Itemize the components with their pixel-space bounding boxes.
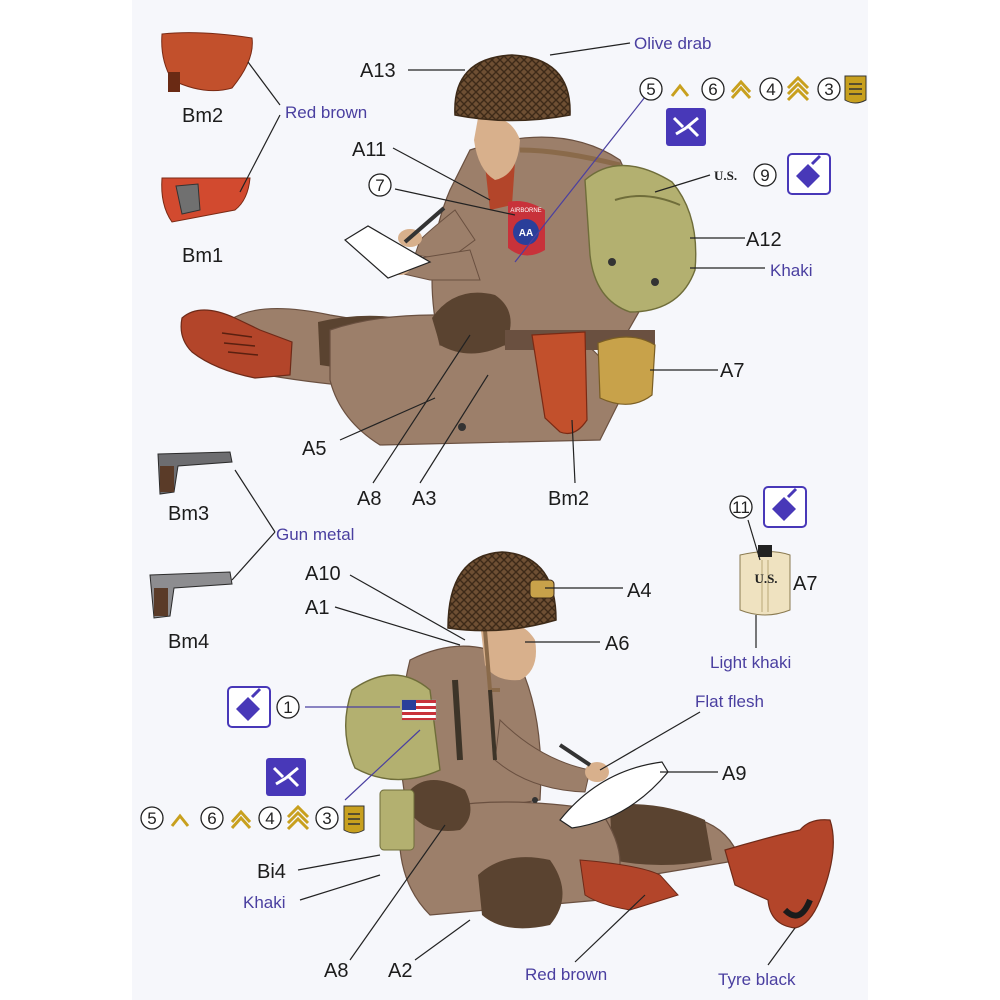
color-red-brown-top: Red brown (285, 103, 367, 122)
label-a3: A3 (412, 488, 436, 510)
decal-4-bottom: 4 (265, 809, 274, 828)
label-a7-top: A7 (720, 360, 744, 382)
label-a11: A11 (352, 139, 386, 161)
label-a1: A1 (305, 597, 329, 619)
top-canteen (597, 336, 656, 405)
pistol-bm3-swatch (157, 451, 233, 495)
pistol-bm4-swatch (149, 571, 233, 619)
decal-5-top: 5 (646, 80, 655, 99)
rank-decals-bottom: 5 6 4 3 (140, 804, 365, 834)
us-flag-patch (401, 699, 437, 721)
top-soldier-figure: AIRBORNE AA (180, 54, 697, 446)
decal-11: 11 (732, 498, 750, 517)
holster-bm1-swatch (161, 177, 251, 223)
label-a8-bottom: A8 (324, 960, 348, 982)
airborne-patch: AIRBORNE AA (508, 201, 545, 256)
decal-4-top: 4 (766, 80, 775, 99)
decal-7: 7 (375, 176, 384, 195)
bottom-soldier-figure (345, 551, 834, 929)
label-bm4: Bm4 (168, 631, 209, 653)
color-khaki-top: Khaki (770, 261, 813, 280)
decal-position-icon-bottom (266, 758, 306, 796)
us-decal-text: U.S. (714, 168, 737, 183)
bottom-boot (724, 819, 834, 929)
color-khaki-bottom: Khaki (243, 893, 286, 912)
decal-water-icon-canteen (763, 486, 807, 528)
label-a9: A9 (722, 763, 746, 785)
label-bm1: Bm1 (182, 245, 223, 267)
decal-3-bottom: 3 (322, 809, 331, 828)
decal-3-top: 3 (824, 80, 833, 99)
color-tyre-black: Tyre black (718, 970, 796, 989)
holster-bm2-swatch (161, 32, 253, 92)
bottom-helmet (447, 551, 557, 632)
label-a10: A10 (305, 563, 341, 585)
decal-position-icon-top (666, 108, 706, 146)
decal-9: 9 (760, 166, 769, 185)
top-holster (531, 331, 588, 435)
color-red-brown-bottom: Red brown (525, 965, 607, 984)
label-a8-top: A8 (357, 488, 381, 510)
label-a2: A2 (388, 960, 412, 982)
label-a13: A13 (360, 60, 396, 82)
label-a4: A4 (627, 580, 651, 602)
bottom-pouch (379, 789, 415, 851)
decal-water-icon-bottom (227, 686, 271, 728)
top-backpack (584, 164, 697, 313)
canteen-us-text: U.S. (754, 571, 777, 586)
label-bm2-swatch: Bm2 (182, 105, 223, 127)
label-a7-canteen: A7 (793, 573, 817, 595)
label-bi4: Bi4 (257, 861, 286, 883)
label-a12: A12 (746, 229, 782, 251)
color-labels: Olive drab Red brown Khaki Gun metal Lig… (243, 34, 813, 989)
part-labels: A13 A11 A12 A7 A5 A8 A3 Bm2 Bm2 Bm1 Bm3 … (168, 60, 817, 982)
decal-6-top: 6 (708, 80, 717, 99)
color-light-khaki: Light khaki (710, 653, 791, 672)
top-helmet (454, 54, 571, 122)
color-olive-drab: Olive drab (634, 34, 711, 53)
label-bm2-holster: Bm2 (548, 488, 589, 510)
color-flat-flesh: Flat flesh (695, 692, 764, 711)
ap-text: AA (519, 228, 533, 239)
canteen-swatch: U.S. (739, 545, 791, 616)
label-a5: A5 (302, 438, 326, 460)
airborne-text: AIRBORNE (510, 208, 541, 214)
rank-decals-top: 5 6 4 3 (639, 75, 867, 104)
decal-6-bottom: 6 (207, 809, 216, 828)
leader-lines (231, 42, 796, 966)
color-gun-metal: Gun metal (276, 525, 354, 544)
decal-1: 1 (283, 698, 292, 717)
decal-water-icon-top (787, 153, 831, 195)
decal-5-bottom: 5 (147, 809, 156, 828)
bottom-backpack (345, 674, 441, 781)
label-a6: A6 (605, 633, 629, 655)
label-bm3: Bm3 (168, 503, 209, 525)
